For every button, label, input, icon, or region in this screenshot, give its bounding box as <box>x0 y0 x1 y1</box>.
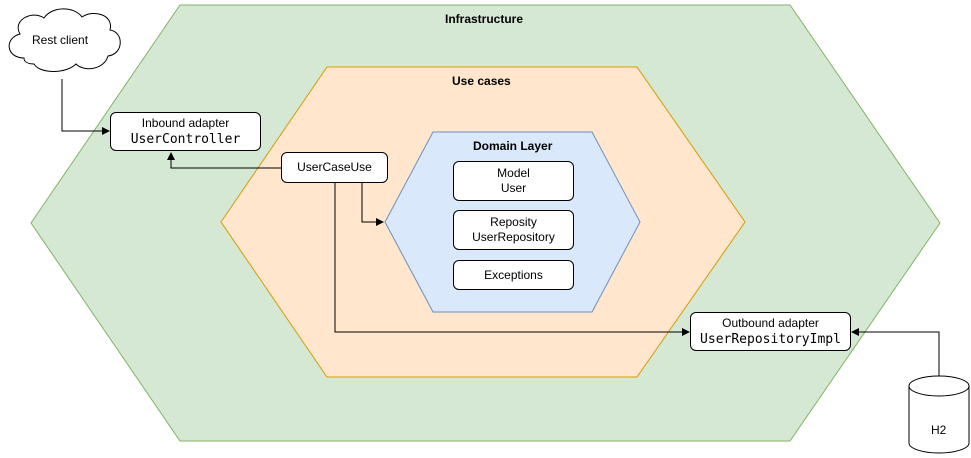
reposity-box: Reposity UserRepository <box>453 210 574 250</box>
domain-layer-title: Domain Layer <box>473 139 553 153</box>
h2-label: H2 <box>931 423 947 437</box>
model-box: Model User <box>453 161 574 201</box>
reposity-label: Reposity <box>490 215 537 229</box>
inbound-adapter-label: Inbound adapter <box>141 115 230 130</box>
exceptions-label: Exceptions <box>484 267 543 282</box>
edge-rest-client-to-inbound-adapter <box>61 79 110 135</box>
exceptions-box: Exceptions <box>453 260 574 290</box>
model-label: Model <box>497 166 530 180</box>
edge-usecase-to-domain-layer <box>361 183 384 226</box>
rest-client-label: Rest client <box>32 33 89 47</box>
edge-h2-to-outbound-adapter <box>851 328 940 376</box>
edge-usecase-to-outbound-adapter <box>334 183 690 336</box>
outbound-adapter-box: Outbound adapter UserRepositoryImpl <box>690 312 851 351</box>
rest-client-cloud <box>8 8 121 72</box>
user-controller-label: UserController <box>130 131 241 147</box>
model-user-label: User <box>500 181 527 195</box>
use-cases-title: Use cases <box>452 74 511 88</box>
usecase-box: UserCaseUse <box>281 152 388 183</box>
user-repository-label: UserRepository <box>472 230 555 244</box>
outbound-adapter-label: Outbound adapter <box>722 315 819 330</box>
inbound-adapter-box: Inbound adapter UserController <box>110 112 261 151</box>
usecase-label: UserCaseUse <box>297 160 372 174</box>
infrastructure-title: Infrastructure <box>445 12 524 26</box>
edge-usecase-to-inbound-adapter <box>167 152 281 169</box>
h2-database-cylinder <box>908 375 970 454</box>
user-repository-impl-label: UserRepositoryImpl <box>700 331 841 347</box>
